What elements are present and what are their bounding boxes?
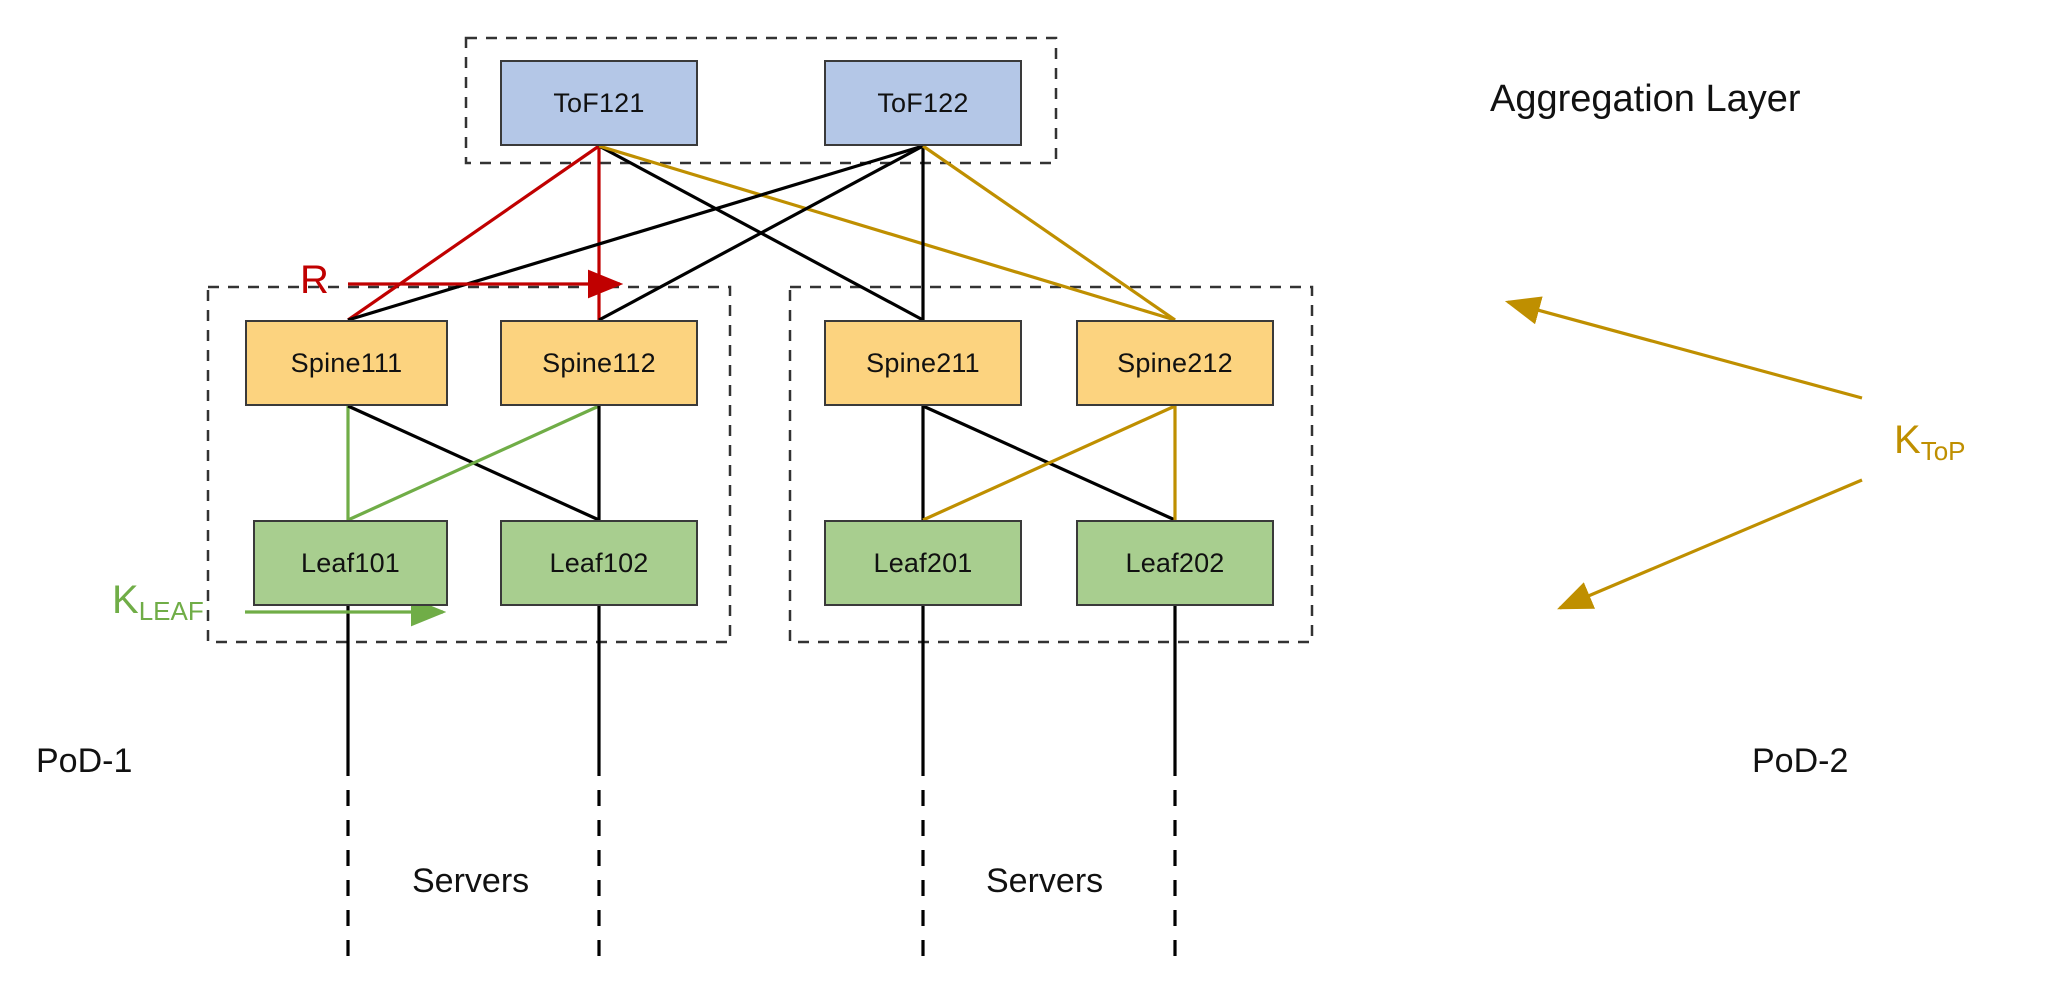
node-label-spine111: Spine111 xyxy=(290,347,403,378)
node-label-tof122: ToF122 xyxy=(877,87,969,118)
node-leaf102[interactable]: Leaf102 xyxy=(500,520,698,606)
link-tof122-to-spine112 xyxy=(598,144,924,322)
annotation-label-r-main: R xyxy=(300,258,329,302)
node-leaf201[interactable]: Leaf201 xyxy=(824,520,1022,606)
annotation-label-kleaf: KLEAF xyxy=(112,578,204,626)
node-label-spine211: Spine211 xyxy=(866,347,980,378)
label-pod-2: PoD-2 xyxy=(1752,742,1849,780)
annotation-label-ktop-subscript: ToP xyxy=(1920,436,1966,466)
topology-links xyxy=(346,144,1177,522)
link-tof121-to-spine111 xyxy=(347,144,600,322)
node-tof122[interactable]: ToF122 xyxy=(824,60,1022,146)
node-spine112[interactable]: Spine112 xyxy=(500,320,698,406)
group-boundary-aggregation xyxy=(464,36,1058,165)
node-label-leaf102: Leaf102 xyxy=(549,547,649,578)
node-tof121[interactable]: ToF121 xyxy=(500,60,698,146)
pod-boundaries xyxy=(206,36,1314,644)
annotation-arrow-ktop-lower xyxy=(1557,478,1863,610)
node-label-tof121: ToF121 xyxy=(553,87,645,118)
node-spine211[interactable]: Spine211 xyxy=(824,320,1022,406)
server-links xyxy=(346,606,1177,960)
group-boundary-pod-2 xyxy=(788,285,1314,644)
node-leaf202[interactable]: Leaf202 xyxy=(1076,520,1274,606)
node-spine111[interactable]: Spine111 xyxy=(245,320,448,406)
annotation-arrow-ktop xyxy=(1504,296,1863,400)
node-spine212[interactable]: Spine212 xyxy=(1076,320,1274,406)
group-boundary-pod-1 xyxy=(206,285,732,644)
node-label-spine112: Spine112 xyxy=(542,347,656,378)
annotation-label-kleaf-main: K xyxy=(112,578,139,622)
annotation-arrows xyxy=(245,269,1863,627)
link-tof122-to-spine111 xyxy=(347,144,924,322)
node-label-leaf101: Leaf101 xyxy=(301,547,400,578)
annotation-label-ktop-main: K xyxy=(1894,418,1921,462)
label-pod-1: PoD-1 xyxy=(36,742,133,780)
link-spine112-to-leaf101 xyxy=(347,404,600,522)
annotation-label-r: R xyxy=(300,258,329,303)
node-label-spine212: Spine212 xyxy=(1117,347,1233,378)
aggregation-layer-label: Aggregation Layer xyxy=(1490,78,1801,120)
node-label-leaf202: Leaf202 xyxy=(1125,547,1225,578)
link-tof122-to-spine212 xyxy=(922,144,1176,322)
link-spine212-to-leaf201 xyxy=(922,404,1176,522)
node-leaf101[interactable]: Leaf101 xyxy=(253,520,448,606)
node-label-leaf201: Leaf201 xyxy=(873,547,973,578)
label-servers-pod-1: Servers xyxy=(412,862,530,900)
label-servers-pod-2: Servers xyxy=(986,862,1104,900)
link-tof121-to-spine212 xyxy=(598,144,1176,322)
annotation-label-kleaf-subscript: LEAF xyxy=(138,596,204,626)
annotation-label-ktop: KToP xyxy=(1894,418,1966,466)
